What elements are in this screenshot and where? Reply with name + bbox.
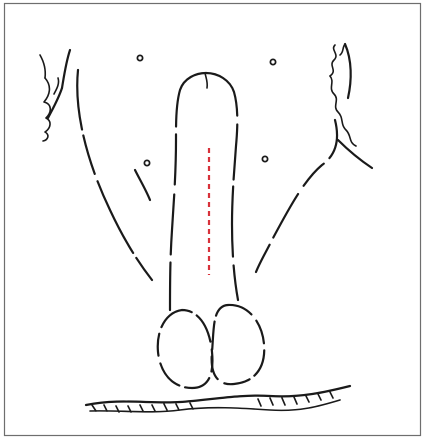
left-thigh-line: [77, 70, 152, 280]
shaft-outline: [170, 73, 238, 310]
scrotum: [158, 305, 265, 388]
marker-dot-upper-right: [270, 59, 275, 64]
marker-dot-upper-left: [137, 55, 142, 60]
left-hand: [40, 50, 70, 141]
right-thigh-lower-line: [338, 140, 372, 168]
right-hand: [330, 44, 356, 146]
marker-dot-mid-right: [262, 156, 267, 161]
right-thigh-line: [256, 120, 337, 272]
lower-contour: [86, 386, 350, 412]
left-upper-curve: [135, 170, 150, 200]
marker-dot-mid-left: [144, 160, 149, 165]
